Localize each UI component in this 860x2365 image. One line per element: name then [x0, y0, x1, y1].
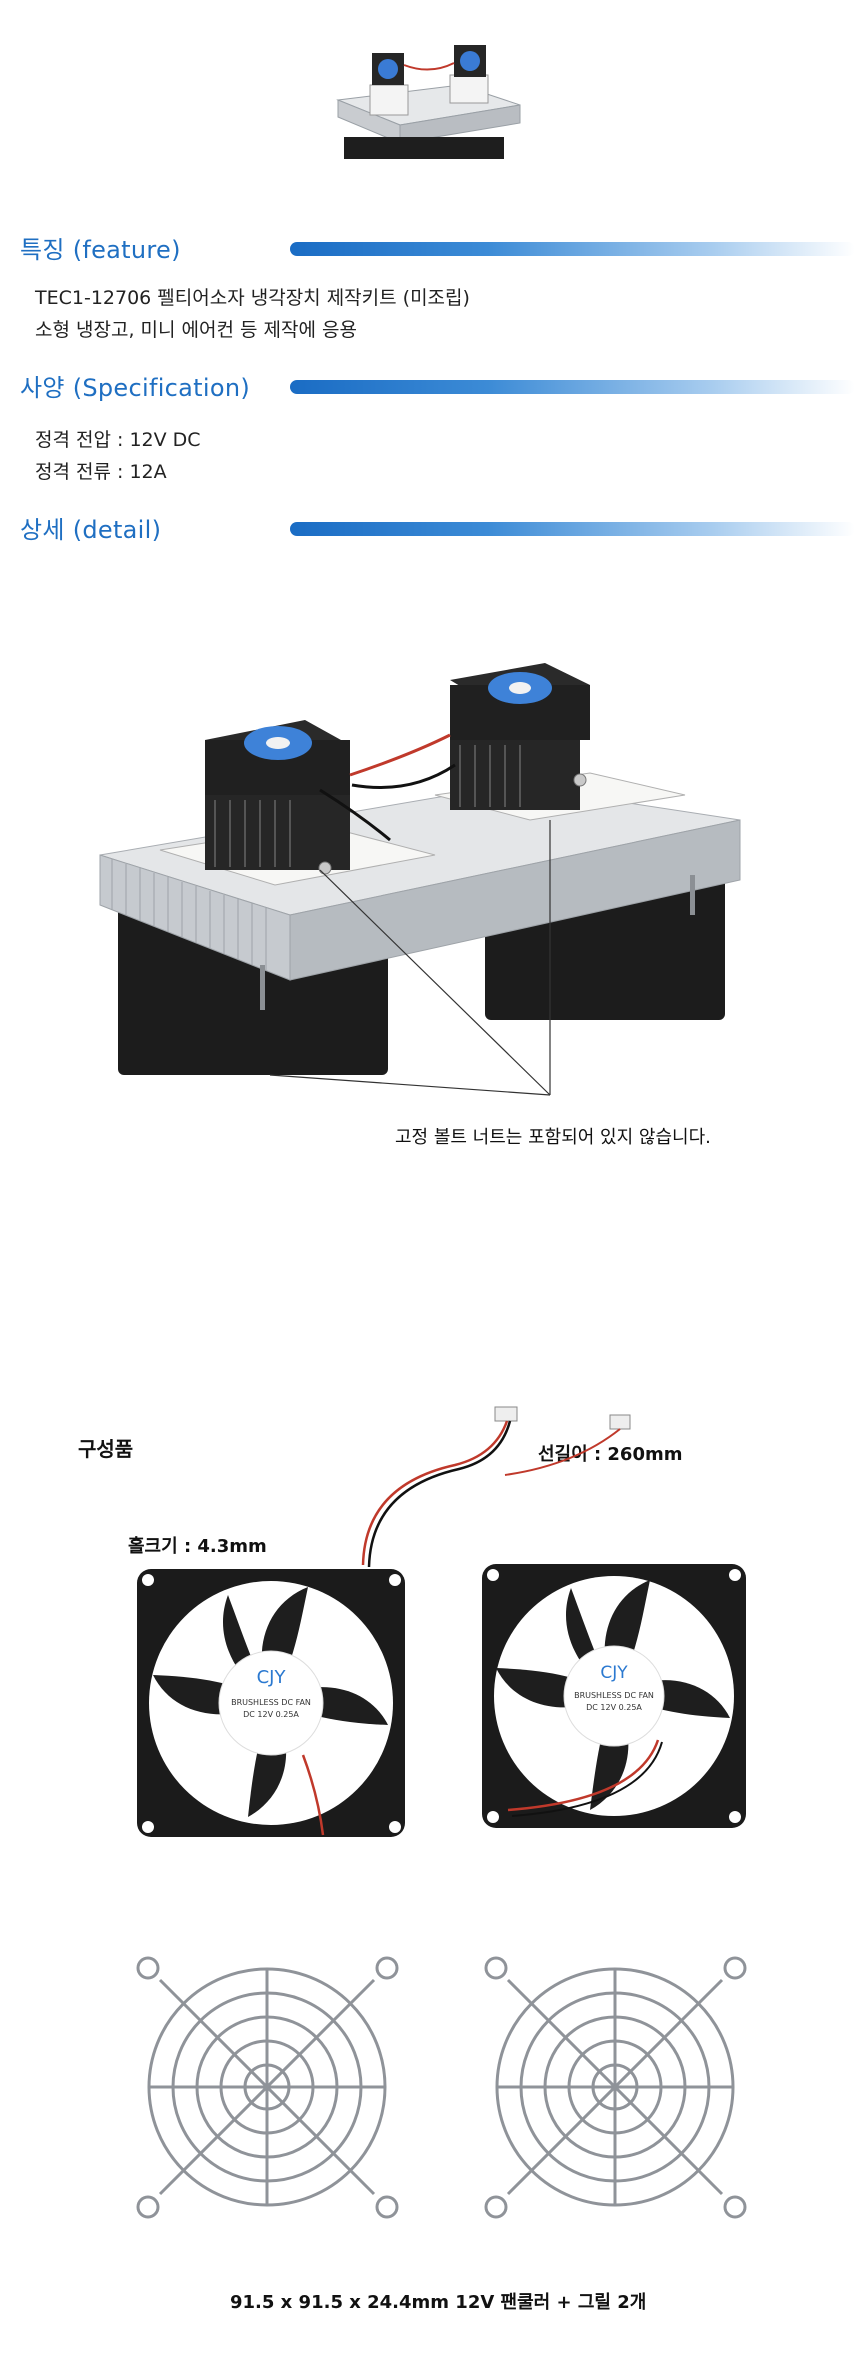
feature-title: 특징 (feature) [20, 236, 181, 264]
detail-title: 상세 (detail) [20, 516, 162, 544]
specification-title: 사양 (Specification) [20, 374, 251, 402]
components-title: 구성품 [78, 1437, 134, 1461]
fan-wire [361, 1406, 631, 1568]
components-caption: 91.5 x 91.5 x 24.4mm 12V 팬쿨러 + 그릴 2개 [230, 2292, 647, 2313]
feature-title-bar [290, 242, 855, 256]
fan-right: CJY BRUSHLESS DC FAN DC 12V 0.25A [482, 1564, 746, 1828]
hole-size-label: 홀크기 : 4.3mm [128, 1536, 267, 1557]
detail-note: 고정 볼트 너트는 포함되어 있지 않습니다. [395, 1127, 711, 1148]
grill-left [136, 1956, 399, 2219]
detail-product-image [99, 663, 741, 1096]
grill-right [484, 1956, 747, 2219]
fan-left-brand: CJY [257, 1667, 287, 1688]
fan-right-label-1: BRUSHLESS DC FAN [574, 1691, 654, 1700]
fan-left-label-2: DC 12V 0.25A [243, 1710, 299, 1719]
spec-current: 정격 전류 : 12A [35, 461, 167, 483]
feature-line-2: 소형 냉장고, 미니 에어컨 등 제작에 응용 [35, 319, 357, 341]
feature-line-1: TEC1-12706 펠티어소자 냉각장치 제작키트 (미조립) [35, 287, 470, 309]
specification-title-bar [290, 380, 855, 394]
detail-title-bar [290, 522, 855, 536]
product-thumbnail [336, 45, 521, 159]
fan-right-brand: CJY [600, 1663, 628, 1683]
fan-left-label-1: BRUSHLESS DC FAN [231, 1698, 311, 1707]
spec-voltage: 정격 전압 : 12V DC [35, 429, 201, 451]
fan-left: CJY BRUSHLESS DC FAN DC 12V 0.25A [137, 1569, 405, 1837]
wire-length-label: 선길이 : 260mm [538, 1444, 683, 1465]
fan-right-label-2: DC 12V 0.25A [586, 1703, 642, 1712]
